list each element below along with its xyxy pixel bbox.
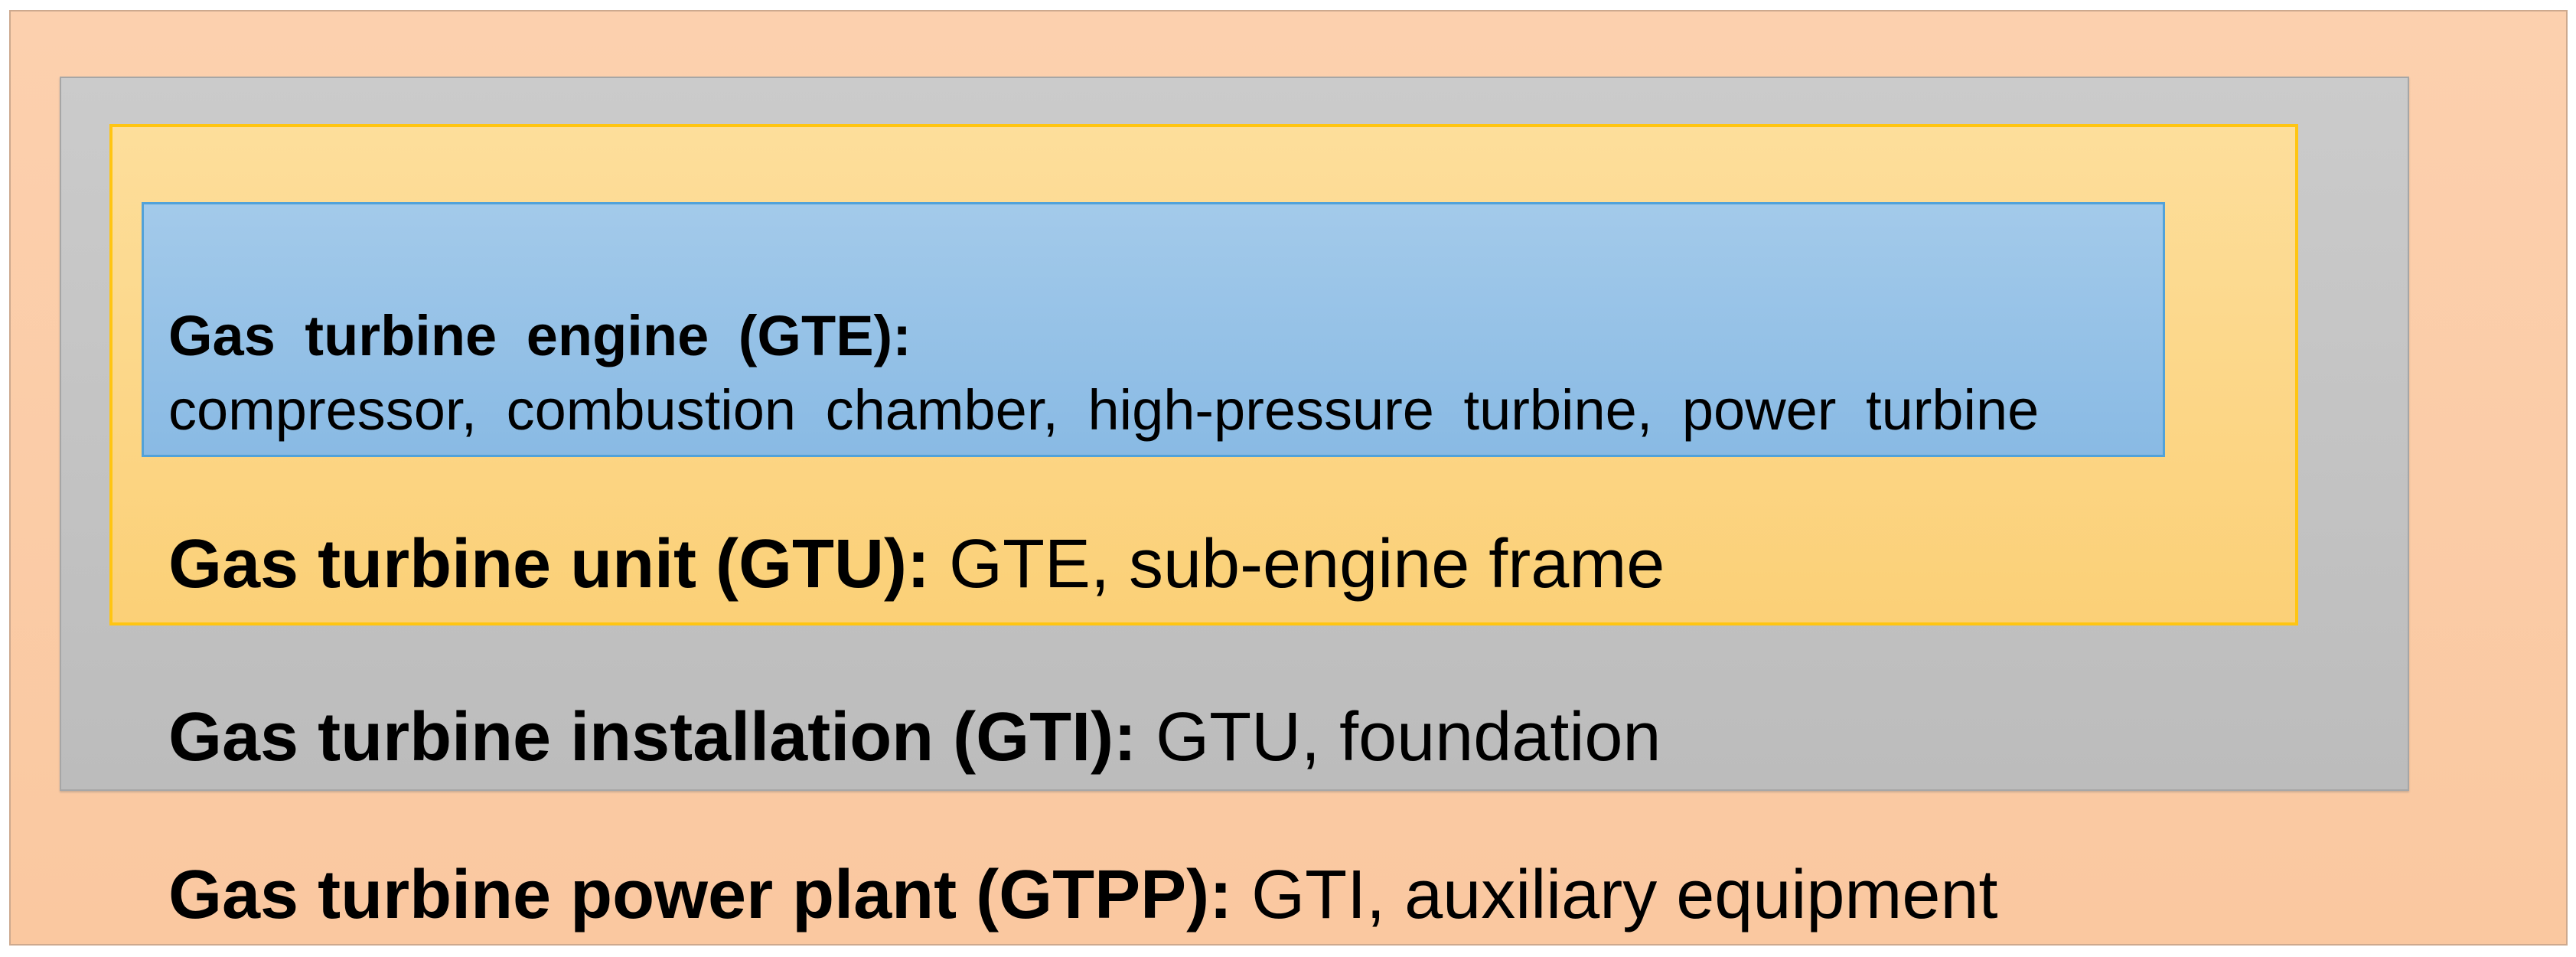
gtu-box: Gas turbine engine (GTE): compressor, co… bbox=[109, 124, 2298, 625]
gtu-label-bold: Gas turbine unit (GTU): bbox=[168, 526, 930, 603]
gti-box: Gas turbine engine (GTE): compressor, co… bbox=[60, 77, 2409, 791]
gte-components-text: compressor, combustion chamber, high-pre… bbox=[168, 378, 2040, 442]
gtu-label-rest: GTE, sub-engine frame bbox=[948, 526, 1665, 603]
gti-label-bold: Gas turbine installation (GTI): bbox=[168, 699, 1137, 776]
gtpp-label-line: Gas turbine power plant (GTPP): GTI, aux… bbox=[168, 861, 1998, 929]
gti-label-line: Gas turbine installation (GTI): GTU, fou… bbox=[168, 703, 1661, 772]
gte-components-line: compressor, combustion chamber, high-pre… bbox=[168, 382, 2039, 439]
gtu-label-line: Gas turbine unit (GTU): GTE, sub-engine … bbox=[168, 530, 1665, 599]
gte-box: Gas turbine engine (GTE): compressor, co… bbox=[142, 202, 2165, 457]
gtpp-label-rest: GTI, auxiliary equipment bbox=[1251, 857, 1998, 933]
gte-title-line: Gas turbine engine (GTE): bbox=[168, 308, 911, 364]
gti-label-rest: GTU, foundation bbox=[1156, 699, 1661, 776]
gte-label-bold: Gas turbine engine (GTE): bbox=[168, 304, 911, 367]
gtpp-box: Gas turbine engine (GTE): compressor, co… bbox=[9, 10, 2568, 946]
gtpp-label-bold: Gas turbine power plant (GTPP): bbox=[168, 857, 1233, 933]
